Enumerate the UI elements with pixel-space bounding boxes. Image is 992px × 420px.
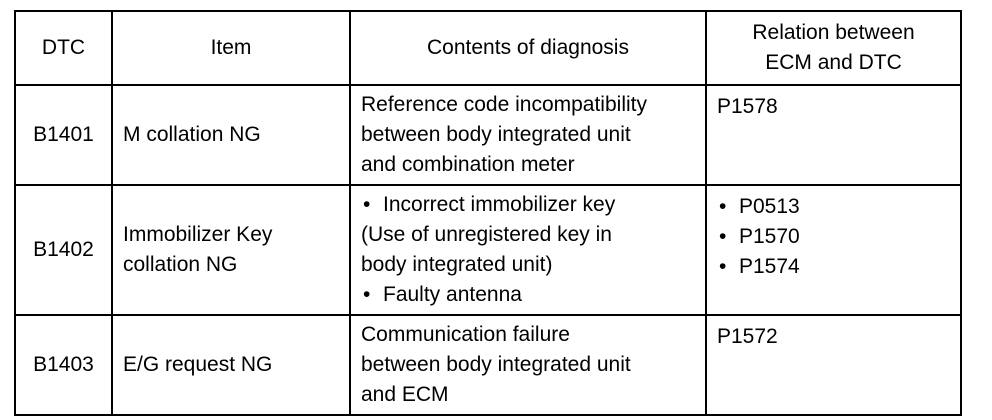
table-header: DTC Item Contents of diagnosis Relation … xyxy=(14,10,962,86)
relation-code: P1574 xyxy=(739,255,800,278)
table-row: B1402 Immobilizer Key collation NG • Inc… xyxy=(14,184,962,316)
header-row: DTC Item Contents of diagnosis Relation … xyxy=(14,10,962,86)
relation-code: P1570 xyxy=(739,225,800,248)
header-relation-line1: Relation between xyxy=(752,21,915,44)
relation-cell: P1572 xyxy=(705,314,962,416)
item-text-line: collation NG xyxy=(123,253,238,276)
contents-text-line: Communication failure xyxy=(361,323,570,346)
relation-cell: • P0513 • P1570 • P1574 xyxy=(705,184,962,316)
relation-bullet-list: • P0513 • P1570 • P1574 xyxy=(717,192,950,282)
bullet-icon: • xyxy=(719,225,727,248)
bullet-icon: • xyxy=(363,283,371,306)
dtc-code-cell: B1402 xyxy=(14,184,113,316)
relation-bullet-item: • P0513 xyxy=(717,192,950,222)
item-cell: M collation NG xyxy=(111,84,351,186)
relation-code: P1572 xyxy=(717,325,778,348)
contents-bullet-list: • Faulty antenna xyxy=(361,280,695,310)
contents-bullet-item: • Faulty antenna xyxy=(361,280,695,310)
table-row: B1403 E/G request NG Communication failu… xyxy=(14,314,962,416)
header-dtc: DTC xyxy=(14,10,113,86)
header-contents: Contents of diagnosis xyxy=(349,10,707,86)
bullet-icon: • xyxy=(719,195,727,218)
item-text-line: E/G request NG xyxy=(123,353,273,376)
contents-text-line: and ECM xyxy=(361,383,449,406)
contents-cell: Communication failure between body integ… xyxy=(349,314,707,416)
contents-bullet-text: Incorrect immobilizer key xyxy=(383,193,616,216)
contents-cell: • Incorrect immobilizer key (Use of unre… xyxy=(349,184,707,316)
relation-bullet-item: • P1570 xyxy=(717,222,950,252)
item-cell: E/G request NG xyxy=(111,314,351,416)
bullet-icon: • xyxy=(719,255,727,278)
item-text-line: Immobilizer Key xyxy=(123,223,273,246)
contents-text-line: body integrated unit) xyxy=(361,253,553,276)
contents-text-line: between body integrated unit xyxy=(361,123,631,146)
relation-bullet-item: • P1574 xyxy=(717,252,950,282)
item-cell: Immobilizer Key collation NG xyxy=(111,184,351,316)
item-text-line: M collation NG xyxy=(123,123,261,146)
contents-bullet-list: • Incorrect immobilizer key xyxy=(361,190,695,220)
table-row: B1401 M collation NG Reference code inco… xyxy=(14,84,962,186)
contents-bullet-text: Faulty antenna xyxy=(383,283,522,306)
contents-bullet-item: • Incorrect immobilizer key xyxy=(361,190,695,220)
contents-cell: Reference code incompatibility between b… xyxy=(349,84,707,186)
relation-cell: P1578 xyxy=(705,84,962,186)
contents-text-line: Reference code incompatibility xyxy=(361,93,647,116)
header-relation-line2: ECM and DTC xyxy=(765,51,902,74)
dtc-table: DTC Item Contents of diagnosis Relation … xyxy=(14,10,962,416)
contents-text-line: between body integrated unit xyxy=(361,353,631,376)
bullet-icon: • xyxy=(363,193,371,216)
dtc-code-cell: B1401 xyxy=(14,84,113,186)
table-body: B1401 M collation NG Reference code inco… xyxy=(14,84,962,416)
header-relation: Relation between ECM and DTC xyxy=(705,10,962,86)
relation-code: P1578 xyxy=(717,95,778,118)
relation-code: P0513 xyxy=(739,195,800,218)
header-item: Item xyxy=(111,10,351,86)
dtc-code-cell: B1403 xyxy=(14,314,113,416)
contents-text-line: and combination meter xyxy=(361,153,575,176)
contents-text-line: (Use of unregistered key in xyxy=(361,223,612,246)
